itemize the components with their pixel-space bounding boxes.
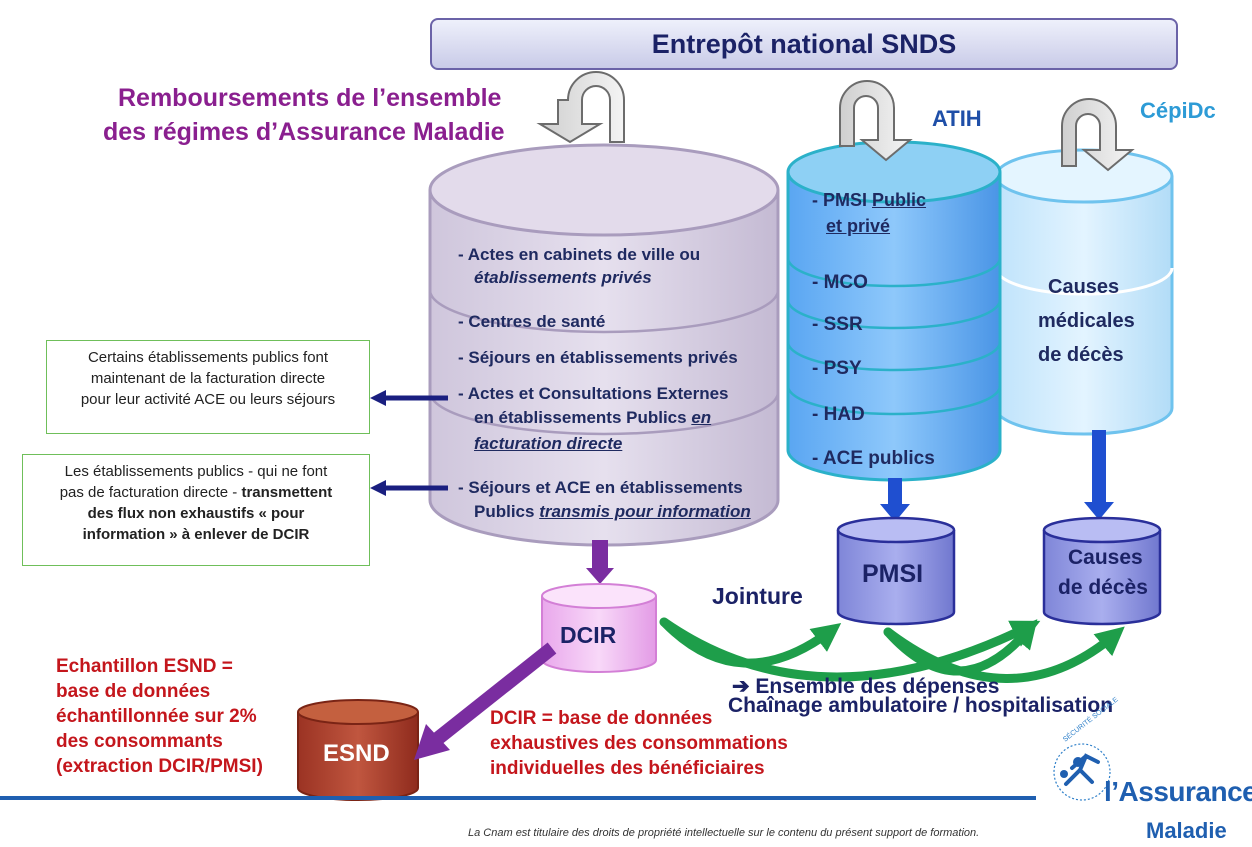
arrow-to-note2 xyxy=(370,480,448,496)
page-title: Entrepôt national SNDS xyxy=(651,28,957,59)
main-item-1b: établissements privés xyxy=(474,268,652,287)
dcir-desc-1: DCIR = base de données xyxy=(490,708,713,729)
uturn-arrow-main xyxy=(536,71,625,144)
esnd-desc-5: (extraction DCIR/PMSI) xyxy=(56,756,263,777)
left-heading-line2: des régimes d’Assurance Maladie xyxy=(103,118,505,146)
pmsi-item-4: - PSY xyxy=(812,358,862,379)
dcir-database xyxy=(541,583,657,673)
causes-label-1: Causes xyxy=(1068,546,1143,569)
esnd-desc-4: des consommants xyxy=(56,731,223,752)
main-item-4a: - Actes et Consultations Externes xyxy=(458,384,729,403)
arrow-to-note1 xyxy=(370,390,448,406)
arrow-atih-to-pmsi xyxy=(880,478,910,522)
atih-pmsi-database xyxy=(786,140,1002,482)
arrow-main-to-dcir xyxy=(586,540,614,584)
pmsi-item-1-line1: - PMSI Public xyxy=(812,190,926,211)
pmsi-item-5: - HAD xyxy=(812,404,865,425)
main-item-4d: facturation directe xyxy=(474,434,623,453)
note2-line2: pas de facturation directe - transmetten… xyxy=(29,482,363,503)
note2-line1: Les établissements publics - qui ne font xyxy=(64,463,328,480)
pmsi-item-1b: Public xyxy=(872,190,927,210)
cepidc-text-1: Causes xyxy=(1048,276,1120,298)
pmsi-database xyxy=(836,516,956,626)
main-item-1a: - Actes en cabinets de ville ou xyxy=(458,245,701,264)
esnd-desc-2: base de données xyxy=(56,681,211,702)
uturn-arrow-atih xyxy=(839,80,913,162)
atih-label: ATIH xyxy=(932,106,982,131)
main-item-4c: en xyxy=(691,408,712,427)
main-item-5-line2: Publics transmis pour information xyxy=(474,502,751,522)
pmsi-item-3: - SSR xyxy=(812,314,863,335)
note-flux-non-exhaustifs: Les établissements publics - qui ne font… xyxy=(22,454,370,566)
note2-line4: information » à enlever de DCIR xyxy=(82,526,310,543)
ensemble-depenses-label: ➔ Ensemble des dépenses xyxy=(732,675,1000,698)
dcir-desc-3: individuelles des bénéficiaires xyxy=(490,758,765,779)
main-item-5b: Publics xyxy=(474,502,540,521)
arrow-dcir-to-esnd xyxy=(414,642,557,760)
cepidc-text-3: de décès xyxy=(1038,344,1124,366)
note2-c: transmettent xyxy=(241,484,333,501)
logo-assurance: l’Assurance xyxy=(1104,776,1252,807)
chainage-label: Chaînage ambulatoire / hospitalisation xyxy=(728,694,1114,717)
esnd-desc-1: Echantillon ESND = xyxy=(56,656,233,677)
dcir-label: DCIR xyxy=(560,622,617,648)
assurance-maladie-logo-emblem xyxy=(1053,743,1111,801)
left-heading-line1: Remboursements de l’ensemble xyxy=(118,84,502,112)
jointure-arrows xyxy=(659,617,1125,683)
note2-b: pas de facturation directe - xyxy=(59,484,242,501)
esnd-desc-3: échantillonnée sur 2% xyxy=(56,706,257,727)
main-item-3: - Séjours en établissements privés xyxy=(458,348,738,367)
causes-deces-database xyxy=(1042,516,1162,626)
footer-copyright: La Cnam est titulaire des droits de prop… xyxy=(468,827,980,839)
cepidc-label: CépiDc xyxy=(1140,98,1216,123)
jointure-label: Jointure xyxy=(712,583,803,609)
note-facturation-directe: Certains établissements publics font mai… xyxy=(46,340,370,434)
logo-maladie: Maladie xyxy=(1146,818,1227,843)
assurance-maladie-database xyxy=(428,143,780,547)
main-item-4b: en établissements Publics xyxy=(474,408,692,427)
esnd-description: Echantillon ESND = base de données échan… xyxy=(56,654,263,779)
uturn-arrow-cepidc xyxy=(1061,98,1135,172)
main-item-2: - Centres de santé xyxy=(458,312,606,331)
pmsi-label: PMSI xyxy=(862,560,924,588)
title-banner: Entrepôt national SNDS xyxy=(430,18,1178,70)
main-item-5a: - Séjours et ACE en établissements xyxy=(458,478,743,497)
pmsi-item-2: - MCO xyxy=(812,272,868,293)
main-item-5c: transmis pour information xyxy=(539,502,751,521)
main-item-4-line2: en établissements Publics en xyxy=(474,408,711,428)
cepidc-text-2: médicales xyxy=(1038,310,1135,332)
dcir-desc-2: exhaustives des consommations xyxy=(490,733,788,754)
note1-line2: maintenant de la facturation directe xyxy=(90,370,326,387)
dcir-description: DCIR = base de données exhaustives des c… xyxy=(490,706,788,781)
pmsi-item-6: - ACE publics xyxy=(812,448,935,469)
esnd-label: ESND xyxy=(323,740,390,767)
pmsi-item-1a: - PMSI xyxy=(812,190,873,210)
pmsi-item-1c: et privé xyxy=(826,216,891,236)
causes-label-2: de décès xyxy=(1058,576,1148,599)
note1-line1: Certains établissements publics font xyxy=(87,349,329,366)
note2-line3: des flux non exhaustifs « pour xyxy=(87,505,305,522)
note1-line3: pour leur activité ACE ou leurs séjours xyxy=(80,391,336,408)
arrow-cepidc-to-causes xyxy=(1084,430,1114,520)
footer-divider xyxy=(0,796,1036,800)
